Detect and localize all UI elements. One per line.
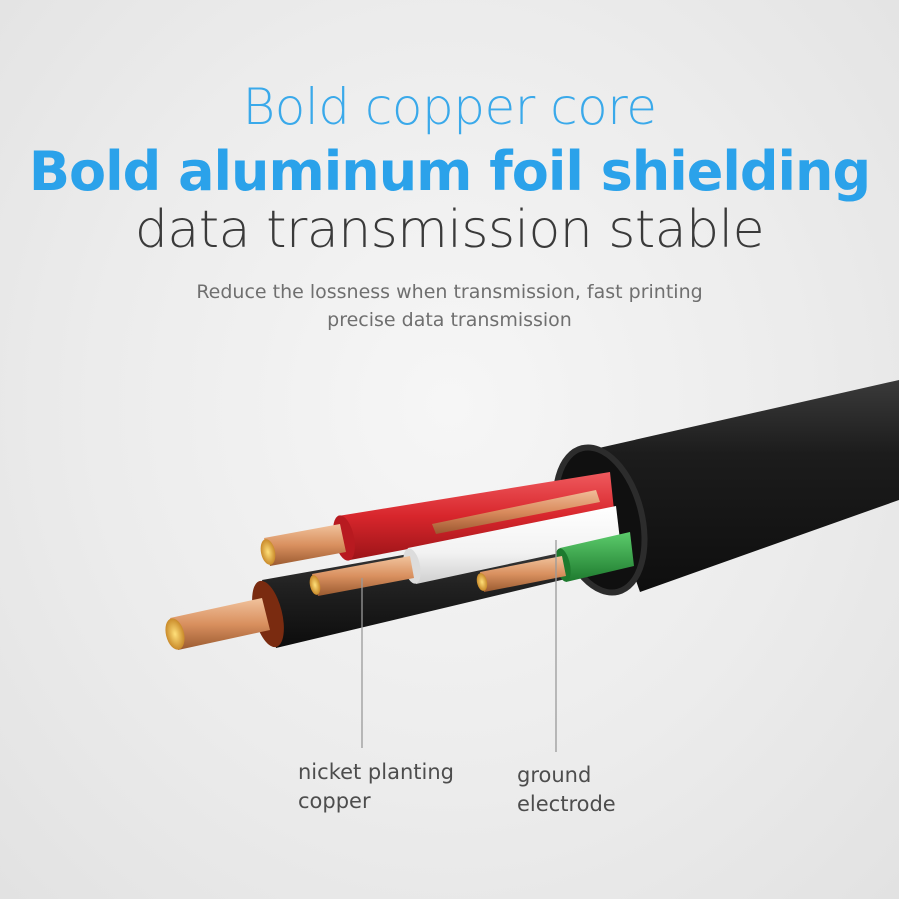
callout-nickel-line-2: copper [298, 789, 371, 813]
headline-aluminum-shielding: Bold aluminum foil shielding [28, 140, 871, 203]
headline-copper-core: Bold copper core [242, 78, 657, 136]
red-wire [260, 472, 614, 566]
green-wire [476, 532, 634, 592]
copper-strand-end-icon [476, 573, 488, 591]
copper-strand-end-icon [309, 575, 321, 595]
callout-ground-line-2: electrode [517, 792, 616, 816]
copper-strand-end-icon [260, 539, 276, 565]
white-wire [309, 506, 620, 596]
subtitle-line-1: Reduce the lossness when transmission, f… [196, 281, 703, 303]
copper-strand-end-icon [165, 618, 185, 650]
subtitle-line-2: precise data transmission [327, 309, 572, 331]
callout-nickel-copper: nicket planting copper [298, 758, 454, 816]
headline-transmission-stable: data transmission stable [134, 200, 765, 260]
callout-ground-electrode: ground electrode [517, 761, 616, 819]
callout-ground-line-1: ground [517, 763, 592, 787]
callout-nickel-line-1: nicket planting [298, 760, 454, 784]
